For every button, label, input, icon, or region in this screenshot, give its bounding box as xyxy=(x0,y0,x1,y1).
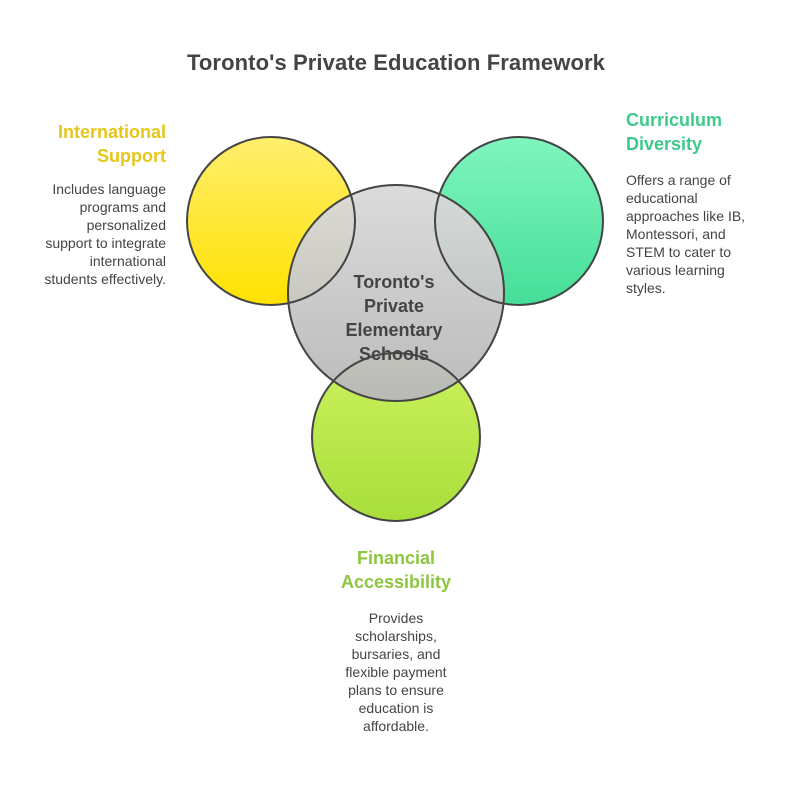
description-line: bursaries, and xyxy=(351,646,441,662)
description-line: approaches like IB, xyxy=(626,208,746,224)
center-label-line: Private xyxy=(363,296,425,316)
diagram-title: Toronto's Private Education Framework xyxy=(186,50,606,75)
description-line: support to integrate xyxy=(45,235,166,251)
description-line: Montessori, and xyxy=(626,226,726,242)
heading-line: Curriculum xyxy=(626,110,723,130)
international-support-description: Includes language programs and personali… xyxy=(10,180,166,288)
description-line: styles. xyxy=(626,280,666,296)
heading-line: International xyxy=(57,122,166,142)
description-line: Includes language xyxy=(52,181,166,197)
international-support-heading: International Support xyxy=(20,120,166,168)
description-line: scholarships, xyxy=(355,628,437,644)
center-label: Toronto's Private Elementary Schools xyxy=(294,270,494,366)
description-line: students effectively. xyxy=(44,271,166,287)
heading-line: Financial xyxy=(356,548,436,568)
financial-accessibility-circle xyxy=(312,353,480,521)
curriculum-diversity-heading: Curriculum Diversity xyxy=(626,108,786,156)
center-label-line: Toronto's xyxy=(353,272,435,292)
description-line: international xyxy=(89,253,166,269)
central-schools-circle xyxy=(288,185,504,401)
central-schools-outline xyxy=(287,184,505,402)
description-line: Offers a range of xyxy=(626,172,731,188)
description-line: Provides xyxy=(368,610,424,626)
heading-line: Support xyxy=(97,146,166,166)
description-line: programs and xyxy=(79,199,166,215)
description-line: plans to ensure xyxy=(348,682,444,698)
financial-accessibility-description: Provides scholarships, bursaries, and fl… xyxy=(316,609,476,735)
description-line: education is xyxy=(358,700,434,716)
center-label-line: Schools xyxy=(358,344,429,364)
description-line: flexible payment xyxy=(345,664,447,680)
international-support-outline xyxy=(186,136,356,306)
description-line: educational xyxy=(626,190,698,206)
heading-line: Accessibility xyxy=(340,572,452,592)
description-line: STEM to cater to xyxy=(626,244,732,260)
curriculum-diversity-description: Offers a range of educational approaches… xyxy=(626,171,786,297)
heading-line: Diversity xyxy=(626,134,703,154)
financial-accessibility-heading: Financial Accessibility xyxy=(296,546,496,594)
curriculum-diversity-outline xyxy=(434,136,604,306)
circle-outlines xyxy=(186,136,604,522)
description-line: various learning xyxy=(626,262,725,278)
description-line: personalized xyxy=(86,217,166,233)
center-label-line: Elementary xyxy=(345,320,443,340)
financial-accessibility-outline xyxy=(311,352,481,522)
description-line: affordable. xyxy=(363,718,429,734)
